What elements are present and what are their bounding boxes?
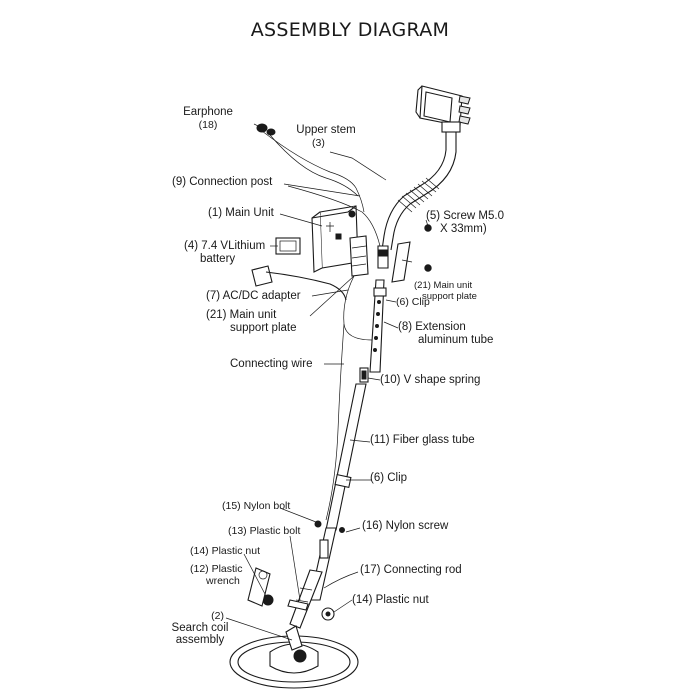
label-plastic-bolt: (13) Plastic bolt (228, 525, 301, 537)
support-plate-line1: (21) Main unit (206, 309, 277, 321)
label-adapter: (7) AC/DC adapter (206, 290, 301, 302)
label-search-coil: (2) Search coil assembly (170, 610, 230, 646)
label-plastic-wrench: (12) Plastic wrench (190, 563, 243, 587)
label-connecting-wire: Connecting wire (230, 358, 313, 370)
search-coil-line2: assembly (175, 634, 225, 646)
label-clip-lower: (6) Clip (370, 472, 408, 484)
upper-stem (381, 121, 461, 251)
support-plate-line2: support plate (230, 322, 297, 334)
upper-stem-num: (3) (312, 137, 325, 149)
battery-line2: battery (200, 253, 236, 265)
plastic-wrench-line2: wrench (206, 575, 240, 587)
label-nylon-bolt: (15) Nylon bolt (222, 500, 291, 512)
search-coil-line1: Search coil (171, 622, 229, 634)
support-plate-small-line1: (21) Main unit (414, 280, 473, 291)
earphone (256, 123, 365, 213)
lower-hardware (247, 520, 345, 629)
main-unit (311, 205, 369, 277)
label-connection-post: (9) Connection post (172, 176, 273, 188)
connecting-wire (325, 275, 373, 521)
label-v-spring: (10) V shape spring (380, 374, 481, 386)
label-plastic-nut-left: (14) Plastic nut (190, 545, 261, 557)
plastic-wrench-line1: (12) Plastic (190, 563, 243, 575)
extension-tube-line2: aluminum tube (418, 334, 494, 346)
label-battery: (4) 7.4 VLithium battery (184, 240, 265, 266)
label-support-plate-small: (21) Main unit support plate (414, 280, 477, 302)
earphone-name: Earphone (183, 106, 233, 118)
label-support-plate: (21) Main unit support plate (206, 309, 297, 335)
earphone-num: (18) (198, 119, 218, 131)
leader-lines (225, 123, 429, 641)
support-plate-small-line2: support plate (422, 291, 477, 302)
fiber-glass-tube (325, 383, 367, 531)
battery (275, 237, 301, 255)
upper-stem-name: Upper stem (296, 124, 356, 136)
search-coil-num: (2) (211, 610, 224, 622)
label-clip-upper: (6) Clip (396, 296, 430, 308)
label-earphone: Earphone (18) (176, 106, 240, 132)
extension-tube (369, 279, 387, 373)
battery-line1: (4) 7.4 VLithium (184, 240, 266, 252)
armrest (415, 85, 471, 127)
extension-tube-line1: (8) Extension (398, 321, 466, 333)
search-coil (229, 625, 359, 689)
label-screw: (5) Screw M5.0 X 33mm) (426, 210, 504, 236)
label-fiber-tube: (11) Fiber glass tube (370, 434, 475, 446)
support-plate-small (391, 224, 432, 283)
label-extension-tube: (8) Extension aluminum tube (398, 321, 493, 347)
label-connecting-rod: (17) Connecting rod (360, 564, 462, 576)
screw-line1: (5) Screw M5.0 (426, 210, 504, 222)
connection-post (287, 185, 389, 269)
screw-line2: X 33mm) (440, 223, 487, 235)
ac-dc-adapter (251, 265, 347, 301)
label-upper-stem: Upper stem (3) (290, 124, 362, 150)
page-title: ASSEMBLY DIAGRAM (250, 19, 450, 41)
label-main-unit: (1) Main Unit (208, 207, 274, 219)
v-shape-spring (359, 367, 369, 383)
label-plastic-nut-right: (14) Plastic nut (352, 594, 429, 606)
label-nylon-screw: (16) Nylon screw (362, 520, 449, 532)
